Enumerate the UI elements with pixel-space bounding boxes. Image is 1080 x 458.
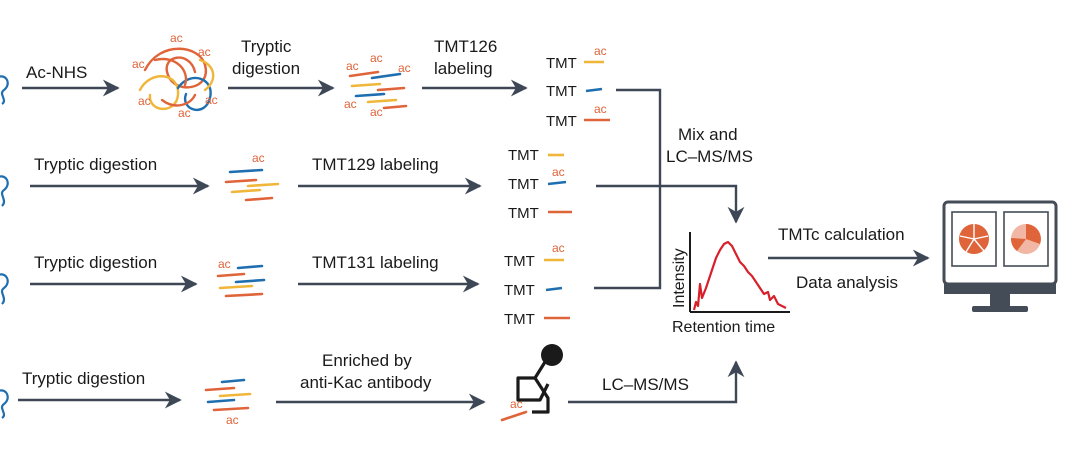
ms-spectrum-plot (689, 232, 790, 313)
tmt-label: TMT (546, 83, 577, 100)
tryptic-digestion-label-row4: Tryptic digestion (22, 369, 145, 388)
ac-mark: ac (552, 165, 565, 179)
computer-monitor-icon (942, 200, 1058, 312)
tmt-label: TMT (508, 205, 539, 222)
ac-mark: ac (398, 61, 411, 75)
ac-mark: ac (170, 31, 183, 45)
mix-label-line1: Mix and (678, 125, 738, 144)
peptides-icon-row4 (204, 378, 252, 412)
tmt-label: TMT (504, 282, 535, 299)
peptides-icon-row3 (216, 264, 266, 298)
ac-mark: ac (370, 51, 383, 65)
peptide-blue (585, 87, 603, 93)
intensity-axis-label: Intensity (671, 248, 688, 308)
tmt129-label: TMT129 labeling (312, 155, 439, 174)
enriched-label-line2: anti-Kac antibody (300, 373, 432, 392)
protein-icon-row4 (0, 389, 9, 419)
tmt-label: TMT (546, 113, 577, 130)
protein-icon-row3 (0, 273, 9, 305)
ac-mark: ac (370, 105, 383, 119)
ac-mark: ac (226, 413, 239, 427)
tmt-label: TMT (504, 253, 535, 270)
ac-mark: ac (252, 151, 265, 165)
antibody-bead-icon (500, 344, 563, 422)
tmt-label: TMT (504, 311, 535, 328)
tmt-label: TMT (546, 55, 577, 72)
ac-mark: ac (132, 57, 145, 71)
tmt-label: TMT (508, 147, 539, 164)
lc-ms-label-bottom: LC–MS/MS (602, 375, 689, 394)
ac-mark: ac (510, 397, 523, 411)
ac-mark: ac (346, 59, 359, 73)
merge-line-row1 (616, 88, 662, 186)
peptide-blue (547, 180, 567, 186)
ac-mark: ac (594, 102, 607, 116)
merge-line-row3 (594, 186, 662, 290)
tryptic-digestion-label-row1-line1: Tryptic (241, 37, 292, 56)
ac-mark: ac (552, 241, 565, 255)
retention-time-axis-label: Retention time (672, 319, 775, 336)
ac-mark: ac (178, 106, 191, 120)
protein-icon-row2 (0, 175, 9, 207)
ac-mark: ac (344, 97, 357, 111)
tmt126-label-line2: labeling (434, 59, 493, 78)
merge-line-row2 (596, 184, 745, 224)
tryptic-digestion-label-row3: Tryptic digestion (34, 253, 157, 272)
protein-icon-row1 (0, 75, 9, 105)
ac-nhs-label: Ac-NHS (26, 63, 87, 82)
peptide-blue (545, 286, 563, 292)
mix-label-line2: LC–MS/MS (666, 147, 753, 166)
tmt-label: TMT (508, 176, 539, 193)
ac-mark: ac (138, 94, 151, 108)
tryptic-digestion-label-row2: Tryptic digestion (34, 155, 157, 174)
arrow-lc-ms-bottom (568, 360, 745, 404)
tmtc-calculation-label: TMTc calculation (778, 225, 905, 244)
data-analysis-label: Data analysis (796, 273, 898, 292)
acetylated-protein-icon (138, 47, 215, 111)
peptides-icon-row2 (224, 168, 280, 202)
tryptic-digestion-label-row1-line2: digestion (232, 59, 300, 78)
acetylated-peptides-icon (348, 70, 408, 110)
ac-mark: ac (594, 44, 607, 58)
ac-mark: ac (198, 45, 211, 59)
ac-mark: ac (218, 257, 231, 271)
tmt131-label: TMT131 labeling (312, 253, 439, 272)
tmt126-label-line1: TMT126 (434, 37, 497, 56)
enriched-label-line1: Enriched by (322, 351, 412, 370)
ac-mark: ac (205, 93, 218, 107)
